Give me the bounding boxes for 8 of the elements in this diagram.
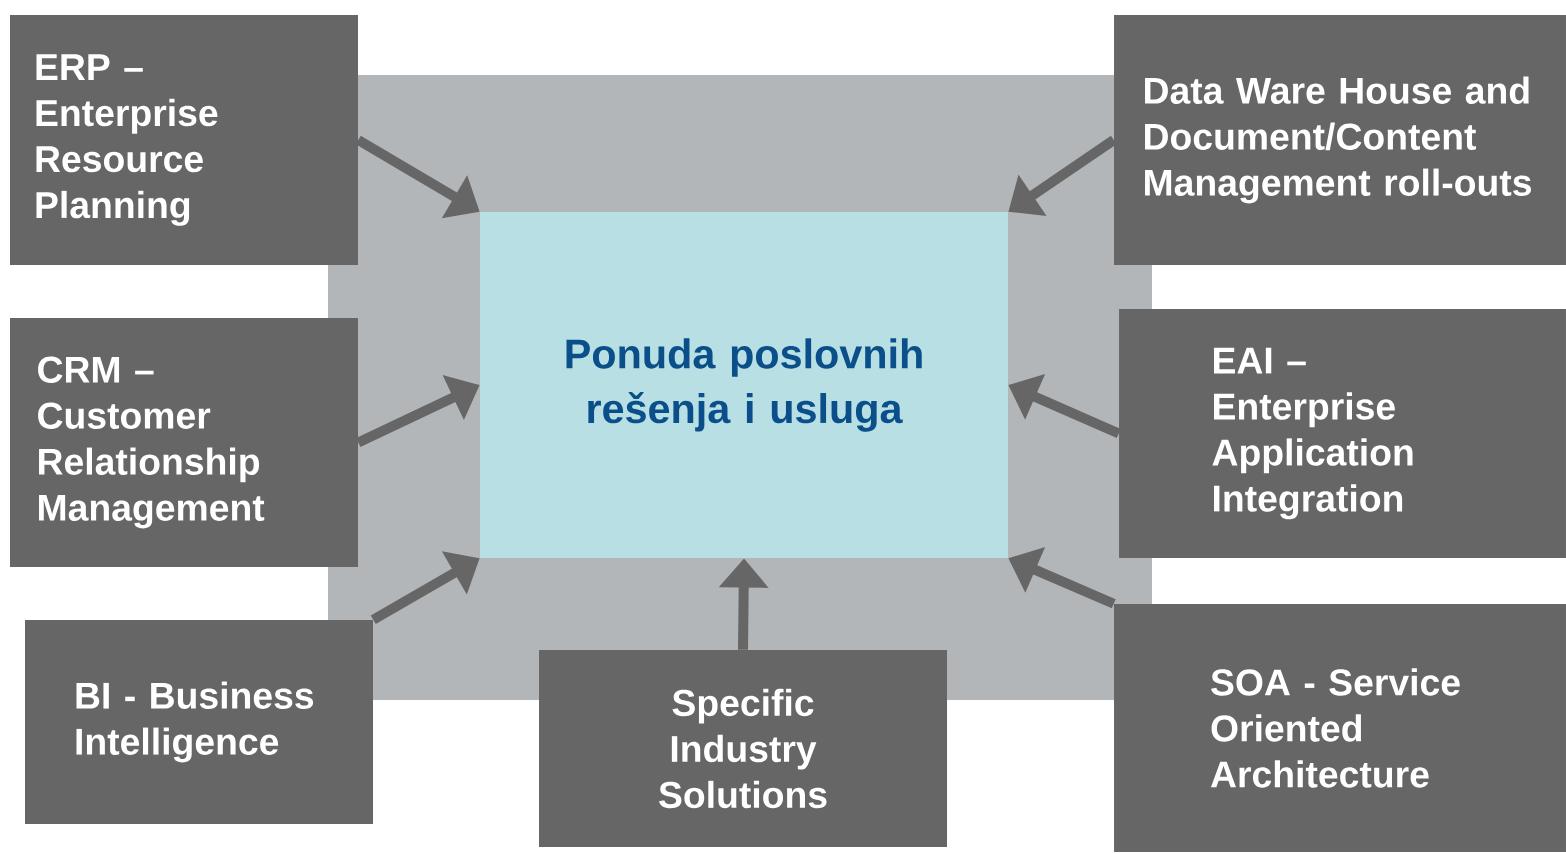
topic-box: CRM – Customer Relationship Management: [10, 317, 358, 568]
topic-box: BI - Business Intelligence: [25, 620, 373, 824]
topic-box: ERP – Enterprise Resource Planning: [10, 15, 358, 265]
topic-box: SOA - Service Oriented Architecture: [1114, 604, 1566, 852]
topic-box: Specific Industry Solutions: [539, 650, 947, 848]
topic-box: EAI – Enterprise Application Integration: [1119, 309, 1566, 559]
center-box: Ponuda poslovnih rešenja i usluga: [480, 212, 1008, 558]
topic-box: Data Ware House and Document/Content Management roll-outs: [1114, 15, 1566, 265]
